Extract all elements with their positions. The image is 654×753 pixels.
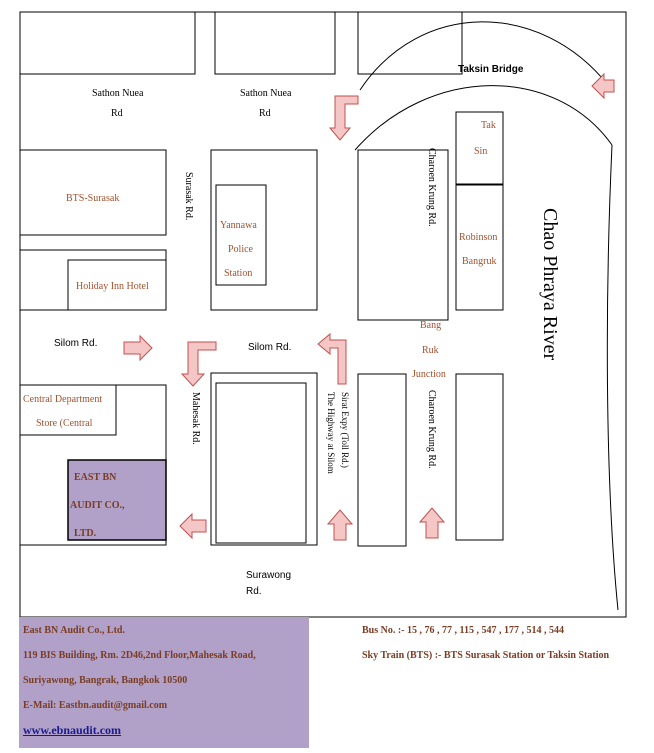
place-sin: Sin <box>474 146 488 157</box>
company-address-1: 119 BIS Building, Rm. 2D46,2nd Floor,Mah… <box>23 650 256 661</box>
block-mahesak-inner <box>215 382 307 544</box>
place-central-1: Central Department <box>23 394 103 405</box>
block-charoen-bottom-right <box>455 373 504 541</box>
road-sirat-highway: The Highway at Silom <box>326 392 336 474</box>
place-yannawa-1: Yannawa <box>220 220 257 231</box>
place-east-bn-3: LTD. <box>74 528 97 539</box>
road-silom-left: Silom Rd. <box>54 338 98 349</box>
place-bts-surasak: BTS-Surasak <box>66 193 120 204</box>
arrow-silom-mid-turn <box>317 332 347 385</box>
taksin-bridge-outer-arc <box>359 21 609 91</box>
road-sathon-nuea-1-b: Rd <box>111 108 123 119</box>
block-central-inner <box>19 384 117 436</box>
road-mahesak: Mahesak Rd. <box>190 392 201 445</box>
block-holiday-inn <box>67 259 167 311</box>
block-lower-left <box>19 249 167 311</box>
bts-info: Sky Train (BTS) :- BTS Surasak Station o… <box>362 650 610 661</box>
road-sirat-expy: Sirat Expy (Toll Rd.) <box>340 392 350 468</box>
arrow-sirat-up <box>326 509 354 541</box>
river-bank <box>606 144 619 611</box>
bus-info: Bus No. :- 15 , 76 , 77 , 115 , 547 , 17… <box>362 625 564 636</box>
place-bangruk: Bangruk <box>462 256 497 267</box>
road-surawong-2: Rd. <box>246 586 262 597</box>
road-surasak: Surasak Rd. <box>183 172 194 221</box>
road-charoen-krung-top: Charoen Krung Rd. <box>426 148 437 227</box>
block-tak-sin <box>455 111 504 185</box>
taksin-bridge-inner-arc <box>354 85 613 151</box>
place-junction: Junction <box>412 369 446 380</box>
place-bang: Bang <box>420 320 442 331</box>
arrow-bridge-left <box>591 72 615 100</box>
road-surawong-1: Surawong <box>246 570 292 581</box>
place-east-bn-2: AUDIT CO., <box>70 500 125 511</box>
arrow-mahesak-turn <box>180 341 217 387</box>
block-robinson <box>455 184 504 311</box>
company-address-2: Suriyawong, Bangrak, Bangkok 10500 <box>23 675 188 686</box>
place-yannawa-2: Police <box>228 244 253 255</box>
place-central-2: Store (Central <box>36 418 93 429</box>
block-yannawa-outer <box>210 149 318 311</box>
block-top-right <box>357 11 463 75</box>
road-silom-mid: Silom Rd. <box>248 342 292 353</box>
company-name: East BN Audit Co., Ltd. <box>23 625 125 636</box>
company-info-panel: East BN Audit Co., Ltd. 119 BIS Building… <box>19 617 309 748</box>
arrow-silom-right <box>123 334 153 362</box>
place-ruk: Ruk <box>422 345 439 356</box>
river-label: Chao Phraya River <box>539 208 561 361</box>
block-yannawa-inner <box>215 184 267 286</box>
road-sathon-nuea-2-b: Rd <box>259 108 271 119</box>
block-bts-surasak <box>19 149 167 236</box>
arrow-sathon-turn <box>328 95 359 141</box>
arrow-charoen-up <box>418 507 446 539</box>
place-tak: Tak <box>481 120 496 131</box>
company-email[interactable]: E-Mail: Eastbn.audit@gmail.com <box>23 700 168 711</box>
block-top-left <box>19 11 196 75</box>
arrow-mahesak-left <box>179 512 207 540</box>
block-mahesak-outer <box>210 372 318 546</box>
block-charoen-bottom <box>357 373 407 547</box>
block-charoen-top <box>357 149 449 321</box>
road-charoen-krung-bottom: Charoen Krung Rd. <box>426 390 437 469</box>
company-website-link[interactable]: www.ebnaudit.com <box>23 723 122 737</box>
road-sathon-nuea-2: Sathon Nuea <box>240 88 292 99</box>
place-east-bn-1: EAST BN <box>74 472 117 483</box>
place-holiday-inn: Holiday Inn Hotel <box>76 281 149 292</box>
place-yannawa-3: Station <box>224 268 253 279</box>
road-sathon-nuea-1: Sathon Nuea <box>92 88 144 99</box>
block-top-mid <box>214 11 336 75</box>
place-robinson: Robinson <box>459 232 498 243</box>
block-east-bn[interactable] <box>67 459 167 541</box>
bridge-label: Taksin Bridge <box>458 64 524 75</box>
